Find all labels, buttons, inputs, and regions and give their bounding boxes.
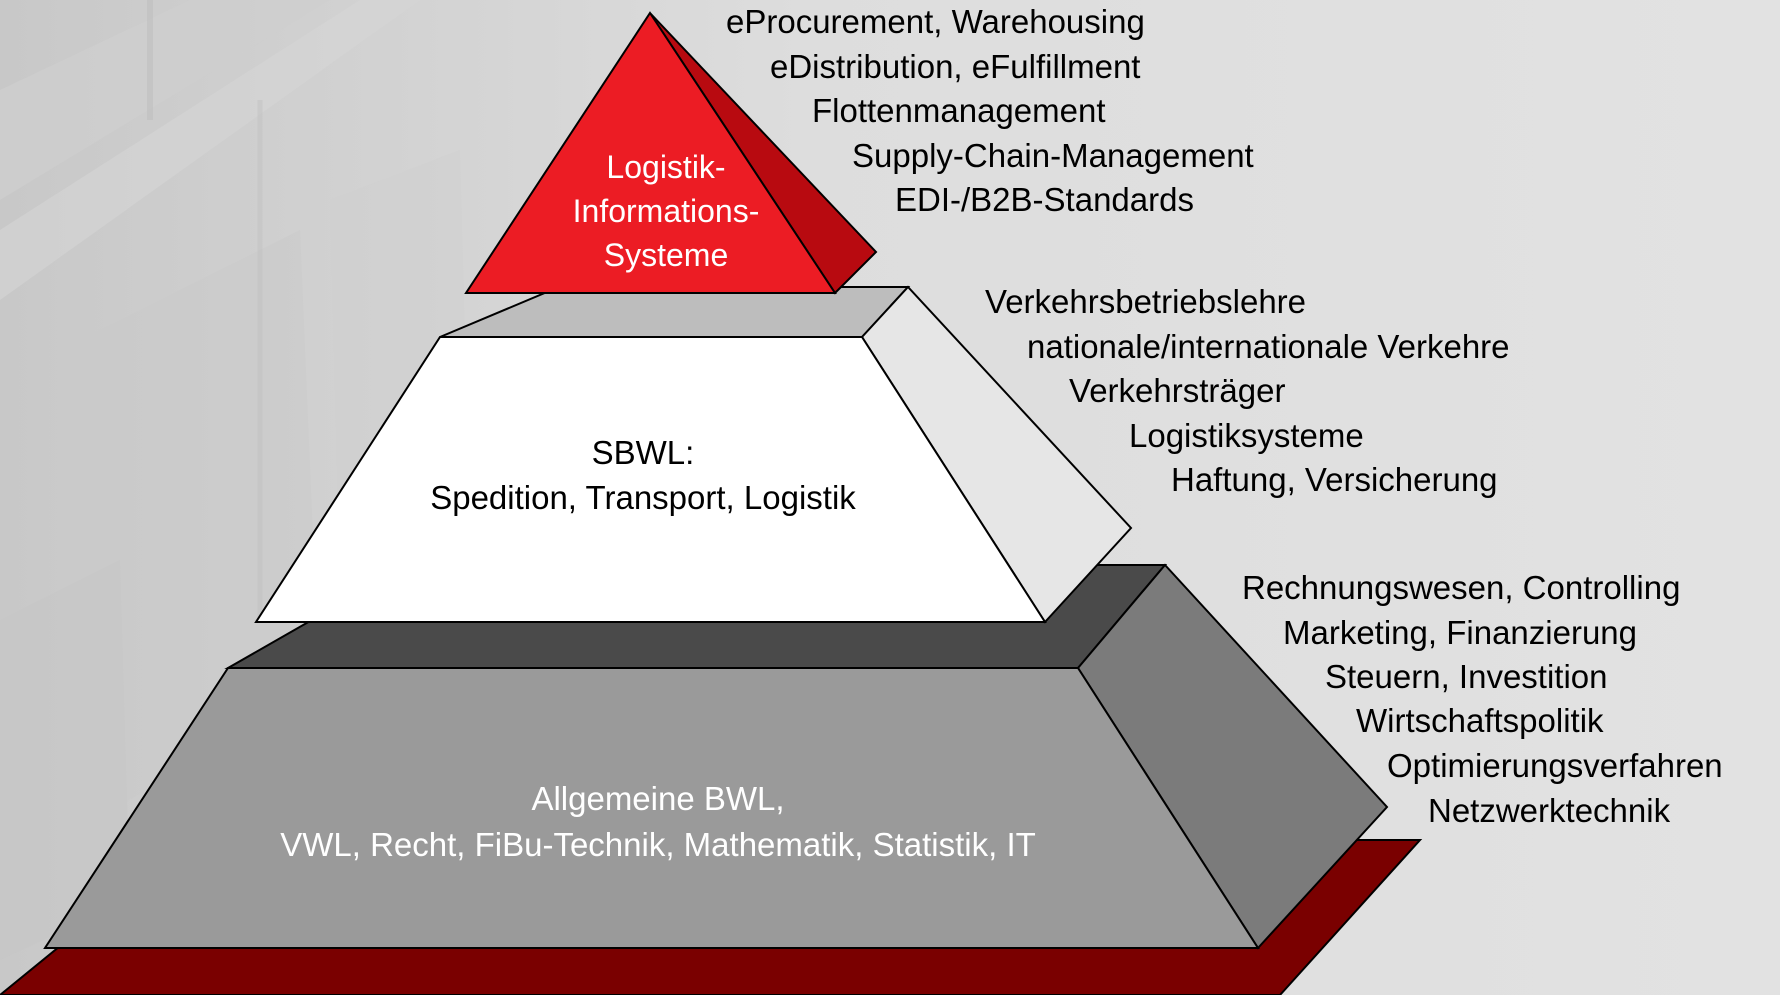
top-tier-label-line: Logistik- [606, 149, 726, 185]
side-list-item: eDistribution, eFulfillment [770, 48, 1141, 85]
side-list-item: Verkehrsträger [1069, 372, 1286, 409]
side-list-item: Logistiksysteme [1129, 417, 1364, 454]
side-list-item: Haftung, Versicherung [1171, 461, 1498, 498]
side-list-item: eProcurement, Warehousing [726, 3, 1145, 40]
middle-tier-front-face [254, 336, 1047, 623]
top-tier-label-line: Informations- [572, 193, 760, 229]
side-list-item: Marketing, Finanzierung [1283, 614, 1638, 651]
middle-tier-label-line: SBWL: [591, 434, 695, 471]
side-list-item: Flottenmanagement [812, 92, 1106, 129]
side-list-item: Verkehrsbetriebslehre [985, 283, 1307, 320]
side-list-item: Wirtschaftspolitik [1356, 702, 1604, 739]
top-tier-label-line: Systeme [603, 237, 729, 273]
side-list-item: Steuern, Investition [1325, 658, 1608, 695]
side-list-item: Rechnungswesen, Controlling [1242, 569, 1681, 606]
side-list-item: Netzwerktechnik [1428, 792, 1671, 829]
middle-tier-top-face [439, 286, 911, 338]
side-list-item: Optimierungsverfahren [1387, 747, 1723, 784]
side-list-item: Supply-Chain-Management [852, 137, 1254, 174]
bottom-tier-label-line: VWL, Recht, FiBu-Technik, Mathematik, St… [280, 826, 1036, 863]
bottom-tier-front-face [43, 667, 1260, 949]
middle-tier-label: SBWL: Spedition, Transport, Logistik [343, 430, 943, 520]
middle-tier-label-line: Spedition, Transport, Logistik [430, 479, 856, 516]
top-tier-front-face [464, 11, 837, 294]
bottom-tier-label: Allgemeine BWL, VWL, Recht, FiBu-Technik… [158, 776, 1158, 868]
top-tier-label: Logistik- Informations- Systeme [546, 145, 786, 277]
bottom-tier-label-line: Allgemeine BWL, [531, 780, 785, 817]
side-list-item: EDI-/B2B-Standards [895, 181, 1194, 218]
side-list-item: nationale/internationale Verkehre [1027, 328, 1510, 365]
